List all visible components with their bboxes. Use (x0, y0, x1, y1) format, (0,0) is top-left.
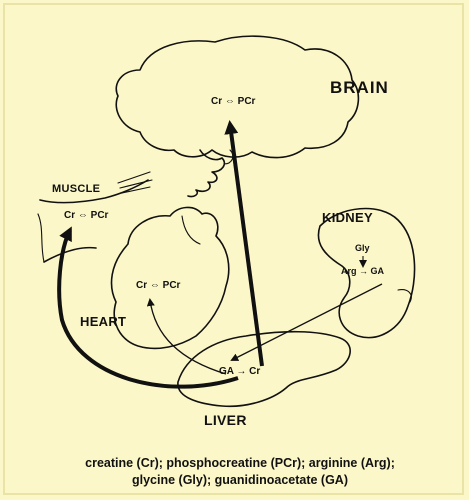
heart-reaction: Cr ⇔ PCr (136, 280, 180, 291)
muscle-label: MUSCLE (52, 183, 100, 195)
kidney-label: KIDNEY (322, 210, 373, 225)
brain-label: BRAIN (330, 78, 389, 98)
heart-vessel (182, 216, 200, 244)
caption-line-1: creatine (Cr); phosphocreatine (PCr); ar… (40, 455, 440, 472)
liver-outline (178, 332, 350, 407)
arrow-liver-to-muscle (59, 230, 238, 387)
muscle-left-outline (38, 214, 44, 262)
figure-caption: creatine (Cr); phosphocreatine (PCr); ar… (40, 455, 440, 489)
muscle-fiber-3 (122, 187, 150, 193)
arrow-liver-to-brain (230, 124, 262, 366)
kidney-reaction: Arg → GA (341, 266, 384, 276)
muscle-reaction: Cr ⇔ PCr (64, 210, 108, 221)
heart-label: HEART (80, 314, 126, 329)
brain-reaction: Cr ⇔ PCr (211, 96, 255, 107)
muscle-lower-outline (44, 248, 96, 262)
heart-outline (112, 207, 229, 348)
liver-label: LIVER (204, 412, 247, 428)
liver-reaction: GA → Cr (219, 366, 260, 377)
kidney-gly: Gly (355, 243, 370, 253)
caption-line-2: glycine (Gly); guanidinoacetate (GA) (40, 472, 440, 489)
